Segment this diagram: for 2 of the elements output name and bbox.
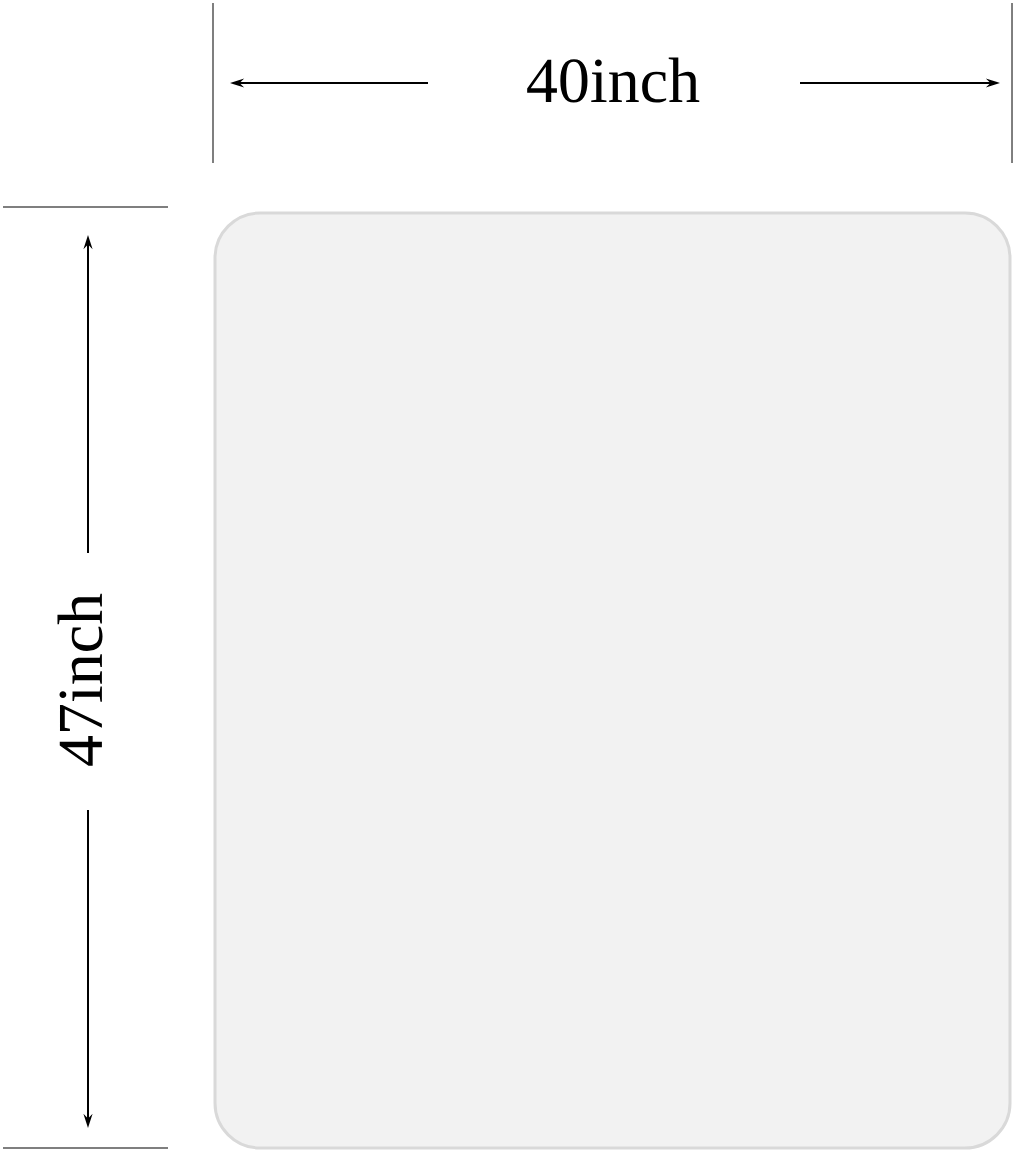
dimension-label: 47inch (57, 593, 103, 766)
dimension-label: 40inch (527, 57, 700, 103)
